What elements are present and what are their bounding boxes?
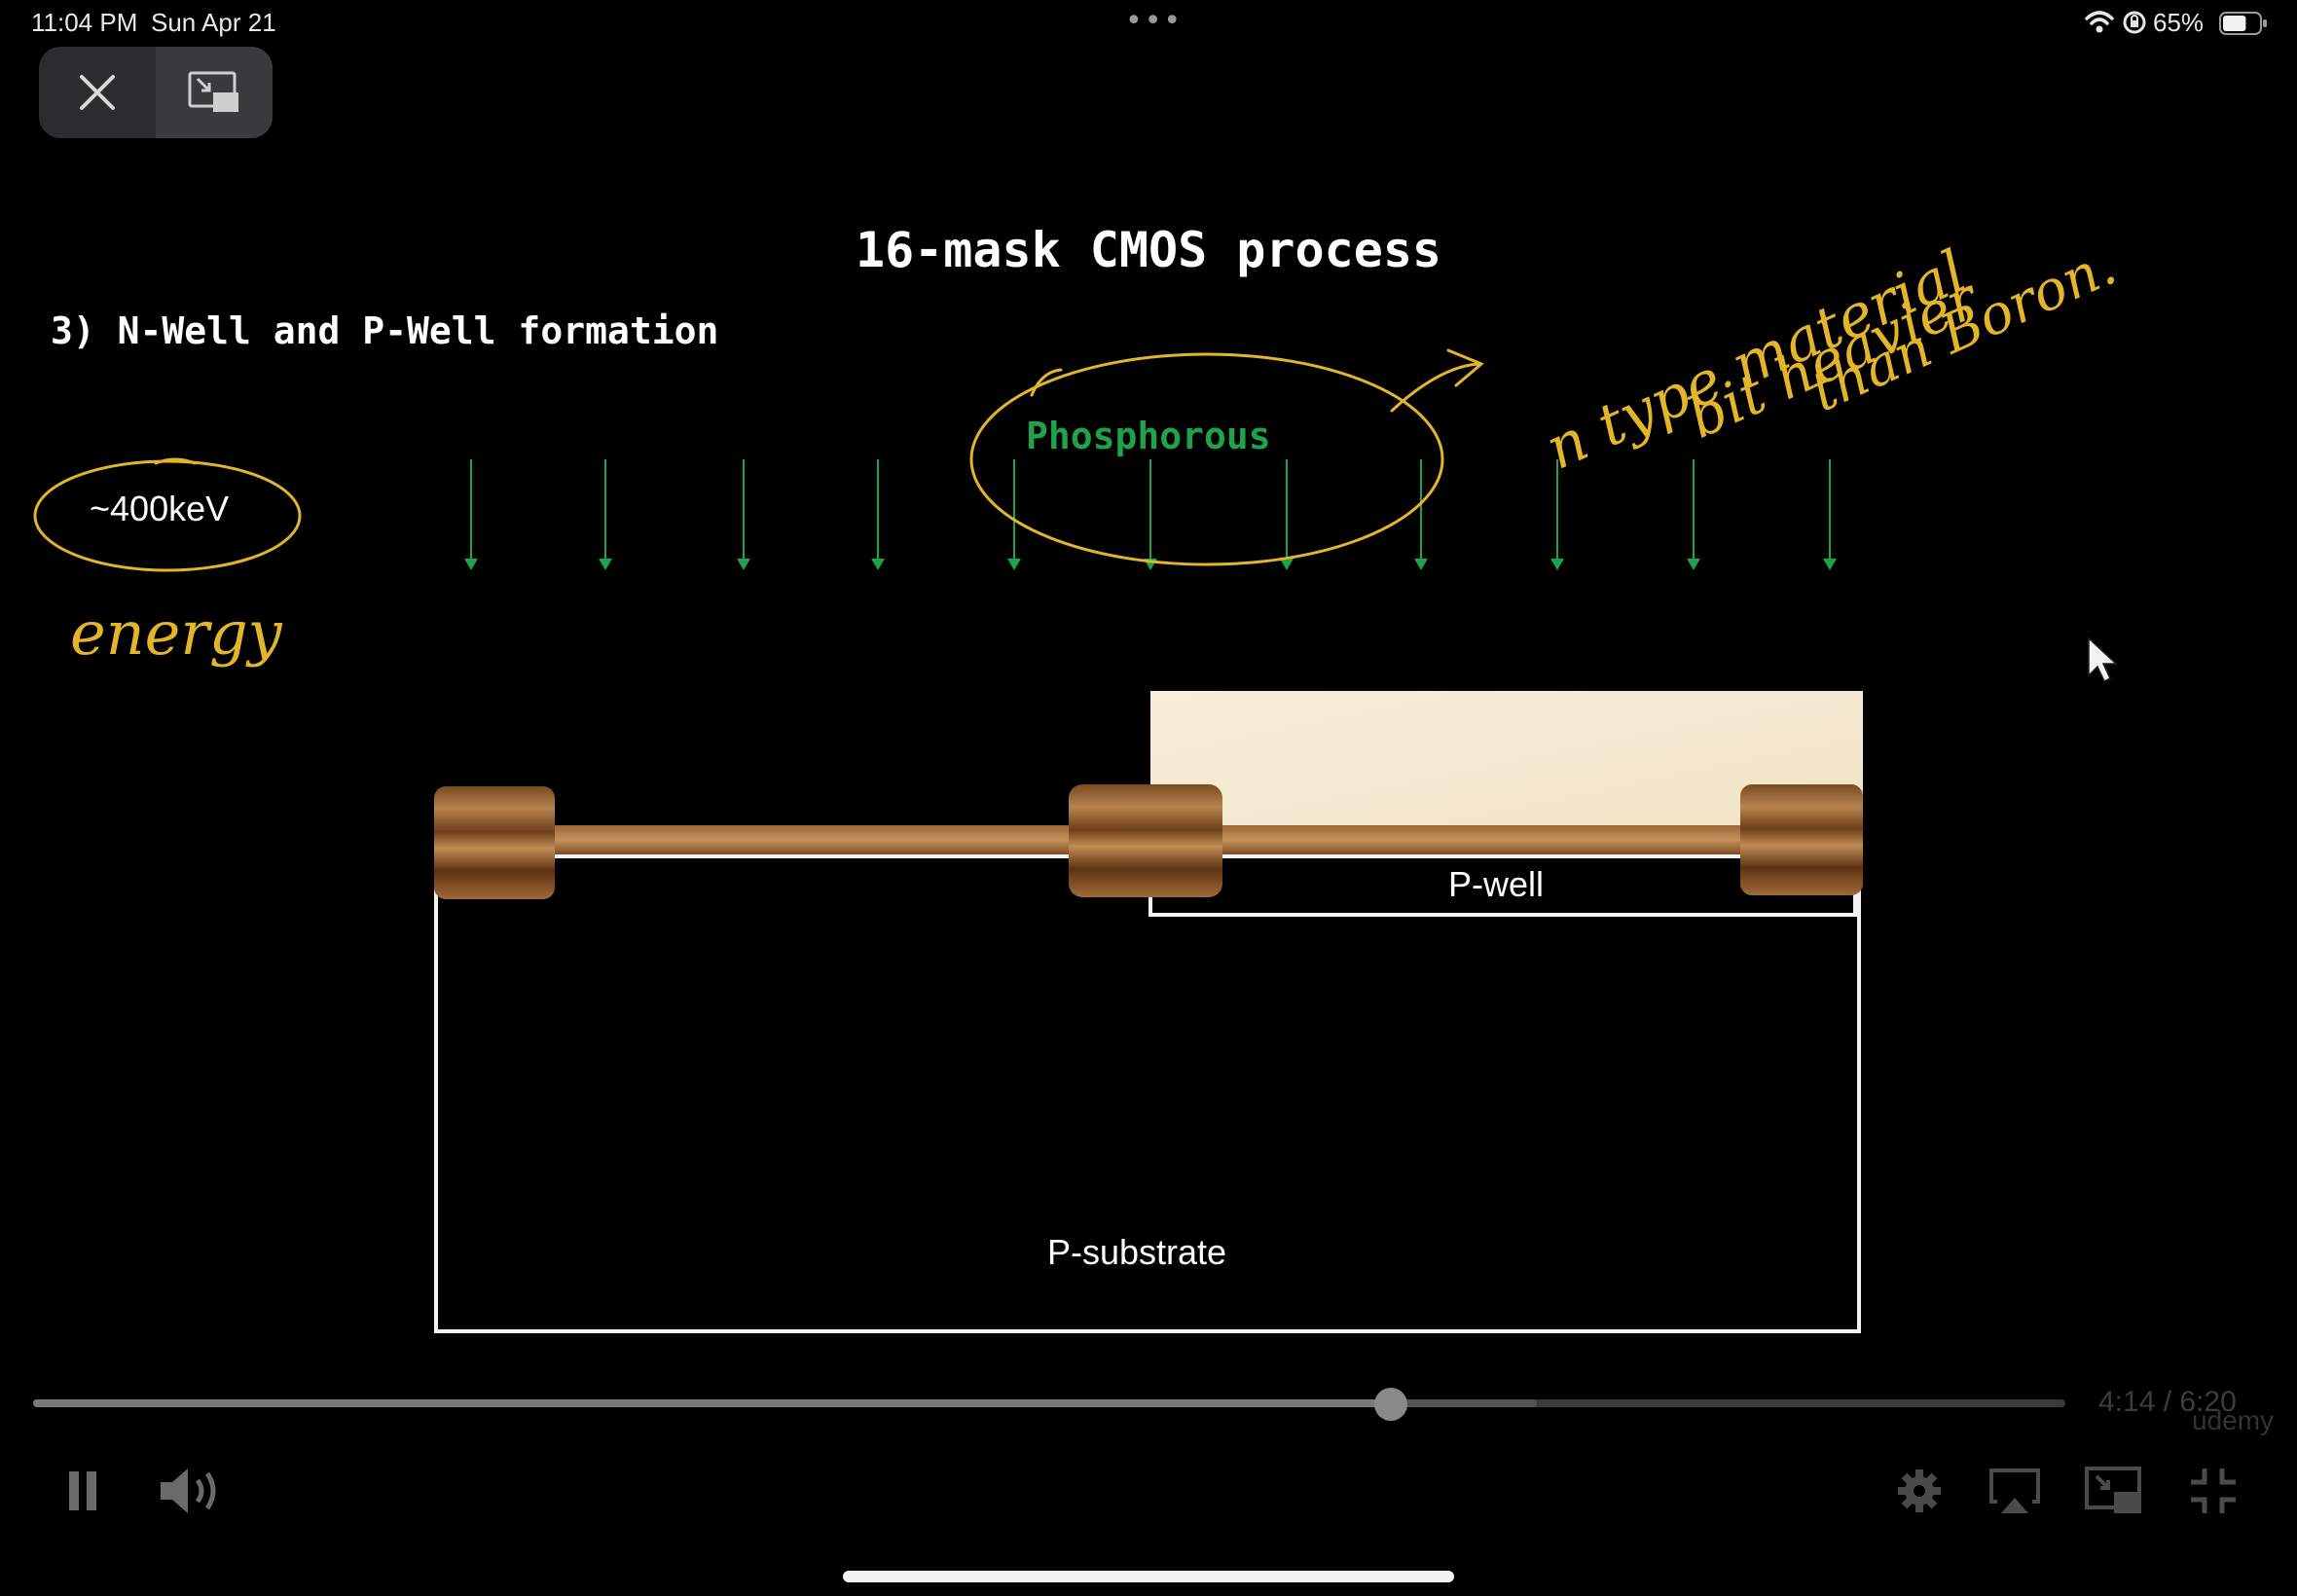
timecode: 4:14 / 6:20 bbox=[2098, 1386, 2237, 1418]
field-oxide-left bbox=[434, 786, 555, 899]
slide-subtitle: 3) N-Well and P-Well formation bbox=[51, 309, 719, 352]
picture-in-picture-icon bbox=[2085, 1467, 2141, 1513]
pause-icon bbox=[69, 1471, 96, 1510]
exit-fullscreen-button[interactable] bbox=[2186, 1462, 2241, 1520]
implant-arrow bbox=[1550, 459, 1564, 570]
settings-button[interactable] bbox=[1892, 1462, 1947, 1520]
mouse-cursor-icon bbox=[2088, 636, 2118, 683]
gear-icon bbox=[1898, 1469, 1941, 1512]
dopant-circle bbox=[969, 352, 1444, 566]
annotation-energy: energy bbox=[70, 598, 283, 669]
implant-arrow bbox=[1007, 459, 1021, 570]
implant-arrows bbox=[464, 459, 1837, 570]
implant-arrow bbox=[737, 459, 750, 570]
scrubber-handle[interactable] bbox=[1373, 1388, 1407, 1421]
speaker-icon bbox=[161, 1469, 216, 1513]
implant-arrow bbox=[599, 459, 612, 570]
close-button[interactable] bbox=[39, 47, 156, 138]
p-well-region bbox=[1148, 884, 1857, 917]
status-date: Sun Apr 21 bbox=[151, 8, 276, 37]
player-top-controls bbox=[39, 47, 273, 138]
implant-arrow bbox=[1414, 459, 1428, 570]
home-indicator[interactable] bbox=[843, 1571, 1454, 1582]
pip-toggle-button[interactable] bbox=[2083, 1462, 2145, 1520]
orientation-lock-icon bbox=[2122, 10, 2147, 39]
volume-button[interactable] bbox=[152, 1462, 230, 1520]
multitasking-dots[interactable]: ••• bbox=[1125, 4, 1184, 38]
pause-button[interactable] bbox=[58, 1462, 107, 1520]
energy-label: ~400keV bbox=[90, 489, 230, 528]
progress-track[interactable] bbox=[33, 1399, 2065, 1407]
slide-title: 16-mask CMOS process bbox=[855, 222, 1442, 278]
p-substrate-label: P-substrate bbox=[1047, 1232, 1227, 1272]
exit-fullscreen-icon bbox=[2191, 1469, 2236, 1513]
wifi-icon bbox=[2085, 10, 2114, 39]
pip-button[interactable] bbox=[156, 47, 273, 138]
picture-in-picture-exit-icon bbox=[188, 71, 238, 112]
annotation-arrow bbox=[1390, 348, 1484, 413]
implant-arrow bbox=[1280, 459, 1294, 570]
airplay-icon bbox=[1989, 1469, 2040, 1513]
implant-arrow bbox=[1687, 459, 1700, 570]
handwritten-annotations bbox=[33, 348, 1484, 572]
played-bar bbox=[33, 1399, 1391, 1407]
implant-arrow bbox=[464, 459, 478, 570]
status-time: 11:04 PM bbox=[31, 8, 138, 37]
battery-percent: 65% bbox=[2153, 8, 2205, 37]
airplay-button[interactable] bbox=[1986, 1462, 2044, 1520]
battery-icon bbox=[2219, 12, 2268, 39]
field-oxide-middle bbox=[1069, 784, 1222, 897]
p-well-label: P-well bbox=[1448, 864, 1545, 904]
implant-arrow bbox=[871, 459, 885, 570]
status-bar: 11:04 PM Sun Apr 21 ••• 65% bbox=[0, 0, 2297, 47]
implant-arrow bbox=[1823, 459, 1837, 570]
udemy-watermark: udemy bbox=[2192, 1405, 2275, 1435]
dopant-label: Phosphorous bbox=[1026, 415, 1271, 457]
field-oxide-right bbox=[1740, 784, 1863, 895]
close-icon bbox=[80, 75, 115, 110]
